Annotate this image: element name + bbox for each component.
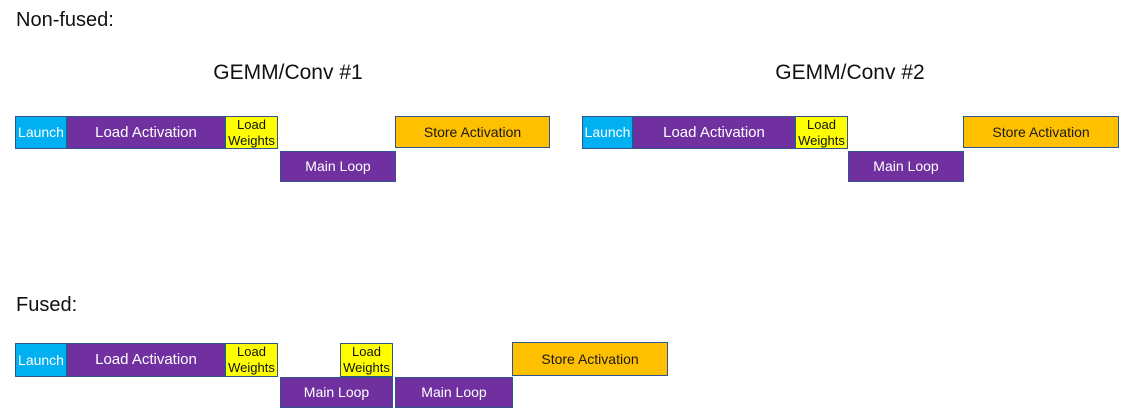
block-main-fused: Main Loop [280,377,393,408]
group-title-gemm-conv-1: GEMM/Conv #1 [213,61,363,84]
block-launch-non-fused: Launch [582,116,633,149]
block-store-fused: Store Activation [512,342,668,376]
block-store-non-fused: Store Activation [395,116,550,148]
block-main-fused: Main Loop [395,377,513,408]
block-weights-non-fused: Load Weights [795,116,848,149]
block-load-fused: Load Activation [67,343,225,377]
block-store-non-fused: Store Activation [963,116,1119,148]
block-weights-fused: Load Weights [340,343,393,377]
block-load-non-fused: Load Activation [67,116,225,149]
block-weights-non-fused: Load Weights [225,116,278,149]
section-label-non-fused: Non-fused: [16,9,114,31]
group-title-gemm-conv-2: GEMM/Conv #2 [775,61,925,84]
block-main-non-fused: Main Loop [280,151,396,182]
section-label-fused: Fused: [16,294,78,316]
block-main-non-fused: Main Loop [848,151,964,182]
block-launch-non-fused: Launch [15,116,67,149]
block-launch-fused: Launch [15,343,67,377]
block-load-non-fused: Load Activation [633,116,795,149]
block-weights-fused: Load Weights [225,343,278,377]
